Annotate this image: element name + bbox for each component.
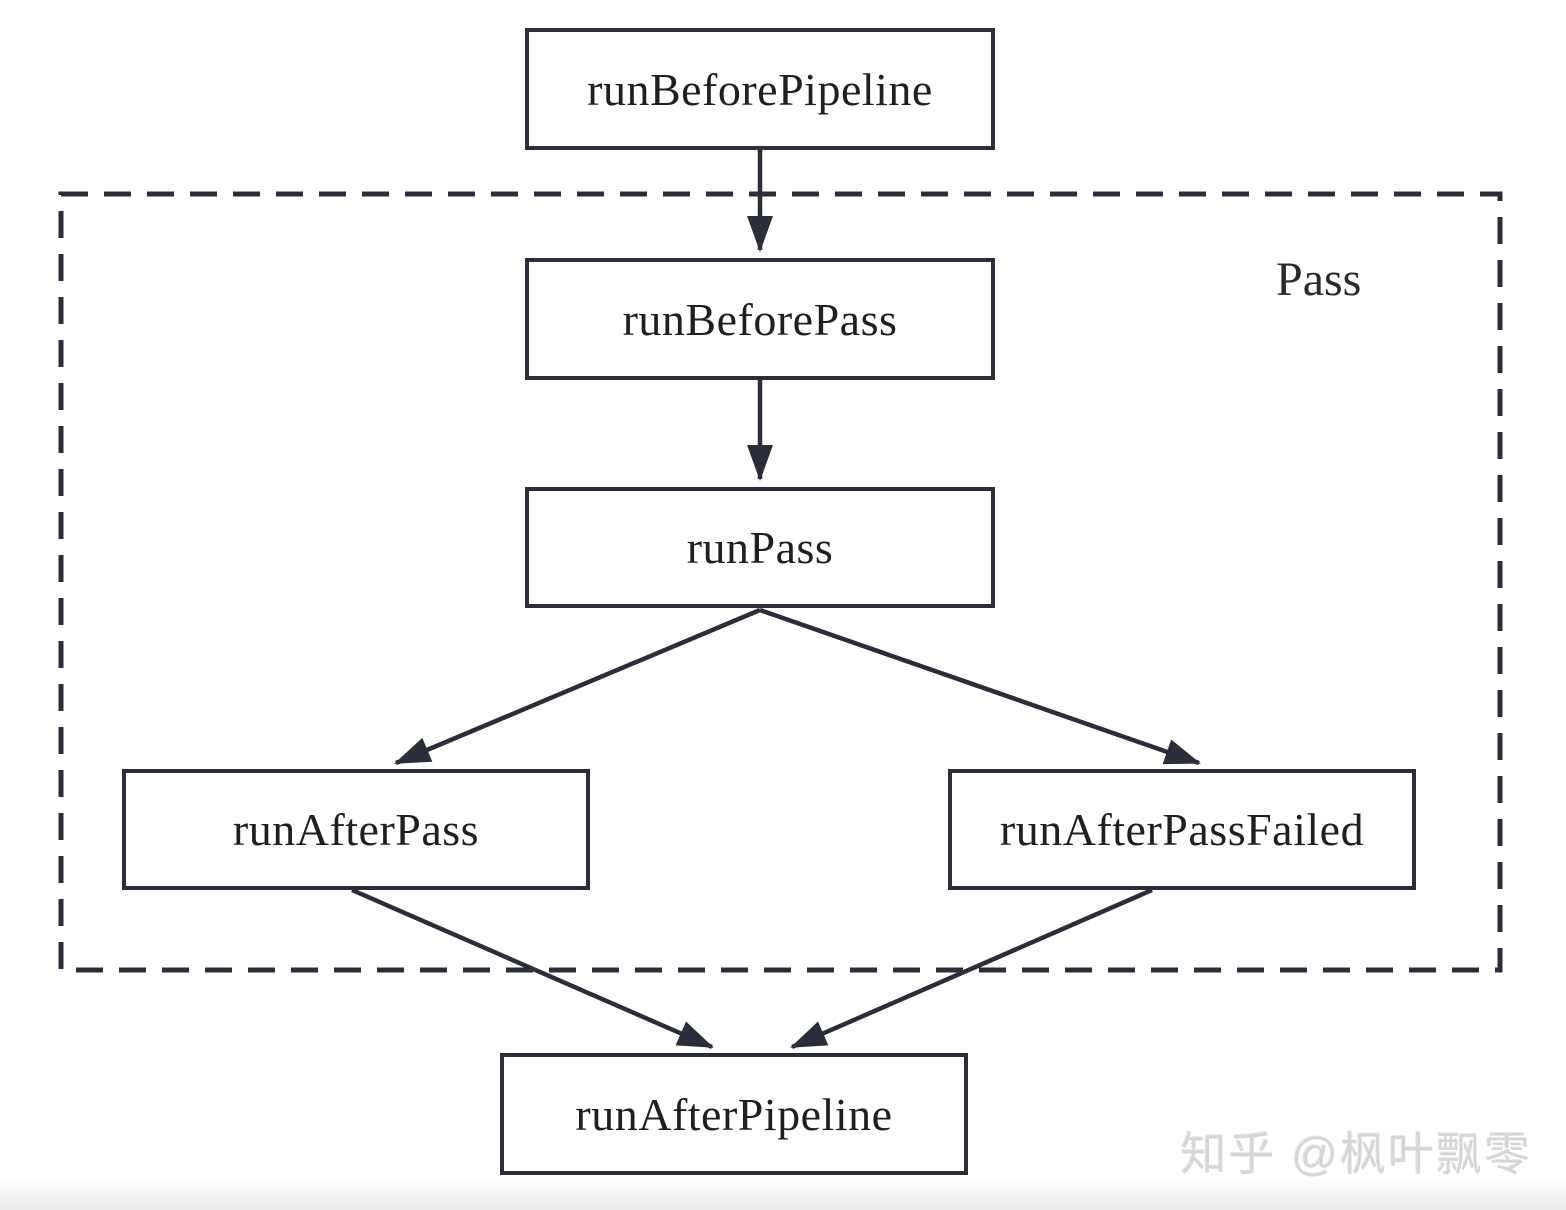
edge-runAfterPassFailed-runAfterPipeline xyxy=(790,887,1153,1050)
edge-runAfterPass-runAfterPipeline xyxy=(351,887,714,1050)
node-runBeforePass: runBeforePass xyxy=(525,258,995,380)
node-runAfterPipeline-label: runAfterPipeline xyxy=(575,1088,893,1140)
node-runAfterPass-label: runAfterPass xyxy=(232,804,480,855)
node-runBeforePipeline-label: runBeforePipeline xyxy=(587,63,933,115)
node-runAfterPass: runAfterPass xyxy=(122,769,590,890)
edge-runPass-runAfterPass xyxy=(394,607,761,766)
node-runAfterPassFailed: runAfterPassFailed xyxy=(948,769,1416,890)
node-runAfterPipeline: runAfterPipeline xyxy=(500,1053,968,1175)
node-runPass-label: runPass xyxy=(686,522,834,573)
node-runPass: runPass xyxy=(525,487,995,608)
pass-group-boundary xyxy=(58,191,1503,973)
node-runAfterPassFailed-label: runAfterPassFailed xyxy=(999,804,1365,855)
watermark: 知乎 @枫叶飘零 xyxy=(1180,1128,1532,1180)
node-runBeforePipeline: runBeforePipeline xyxy=(525,28,995,150)
pass-group-label: Pass xyxy=(1276,253,1362,306)
node-runBeforePass-label: runBeforePass xyxy=(622,293,898,345)
edge-runPass-runAfterPassFailed xyxy=(759,607,1201,766)
